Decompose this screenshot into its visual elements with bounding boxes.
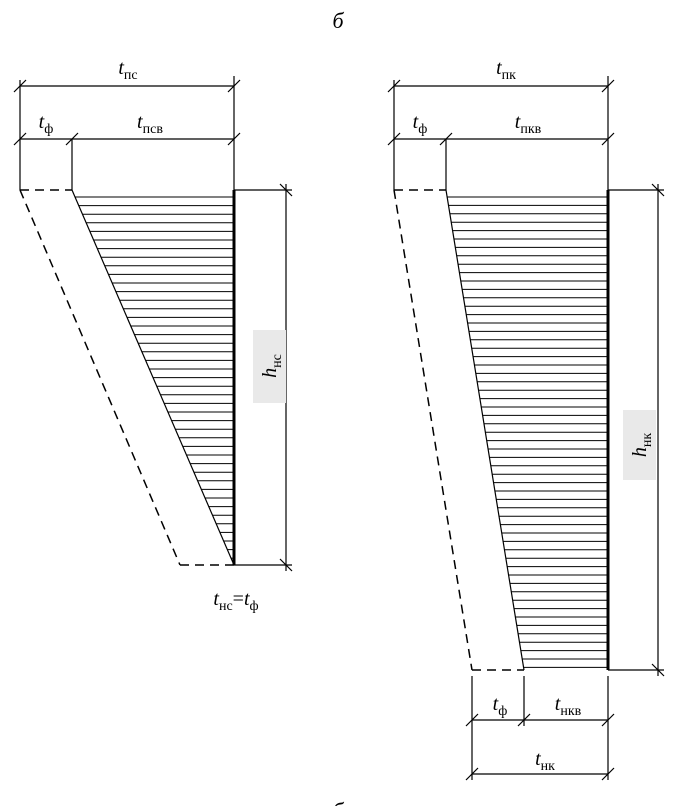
right-label-t-nkv: tнкв xyxy=(555,693,582,719)
left-tick xyxy=(279,183,293,197)
right-h-nk-label-box xyxy=(623,410,656,480)
left-diagram: tпс tф tпсв hнс xyxy=(13,57,293,614)
right-hatch-edge xyxy=(445,189,525,671)
right-label-t-nk: tнк xyxy=(535,748,555,774)
left-tick xyxy=(279,558,293,572)
left-label-t-nc-eq: tнс=tф xyxy=(213,588,258,614)
left-hatching xyxy=(75,196,234,559)
caption-bottom: б xyxy=(332,798,344,806)
left-dashed-left xyxy=(19,189,181,566)
right-label-t-f-bottom: tф xyxy=(493,693,508,719)
right-tick xyxy=(651,663,665,677)
left-label-t-pcv: tпсв xyxy=(137,111,163,137)
right-hatching xyxy=(447,196,608,668)
right-tick xyxy=(465,713,479,727)
right-label-t-pkv: tпкв xyxy=(515,111,542,137)
right-tick xyxy=(601,767,615,781)
left-label-h-nc: hнс xyxy=(259,354,285,378)
right-diagram: tпк tф tпкв hнк xyxy=(387,57,665,781)
right-tick xyxy=(465,767,479,781)
right-label-t-pk: tпк xyxy=(496,57,516,83)
right-tick xyxy=(651,183,665,197)
left-h-nc-label-box xyxy=(253,330,286,403)
right-label-h-nk: hнк xyxy=(629,433,655,457)
left-label-t-f: tф xyxy=(39,111,54,137)
left-label-t-pc: tпс xyxy=(118,57,137,83)
right-tick xyxy=(517,713,531,727)
left-hatch-hypotenuse xyxy=(71,189,235,566)
right-tick xyxy=(601,713,615,727)
right-label-t-f: tф xyxy=(413,111,428,137)
right-dashed-left xyxy=(393,189,473,671)
caption-top: б xyxy=(332,8,344,33)
